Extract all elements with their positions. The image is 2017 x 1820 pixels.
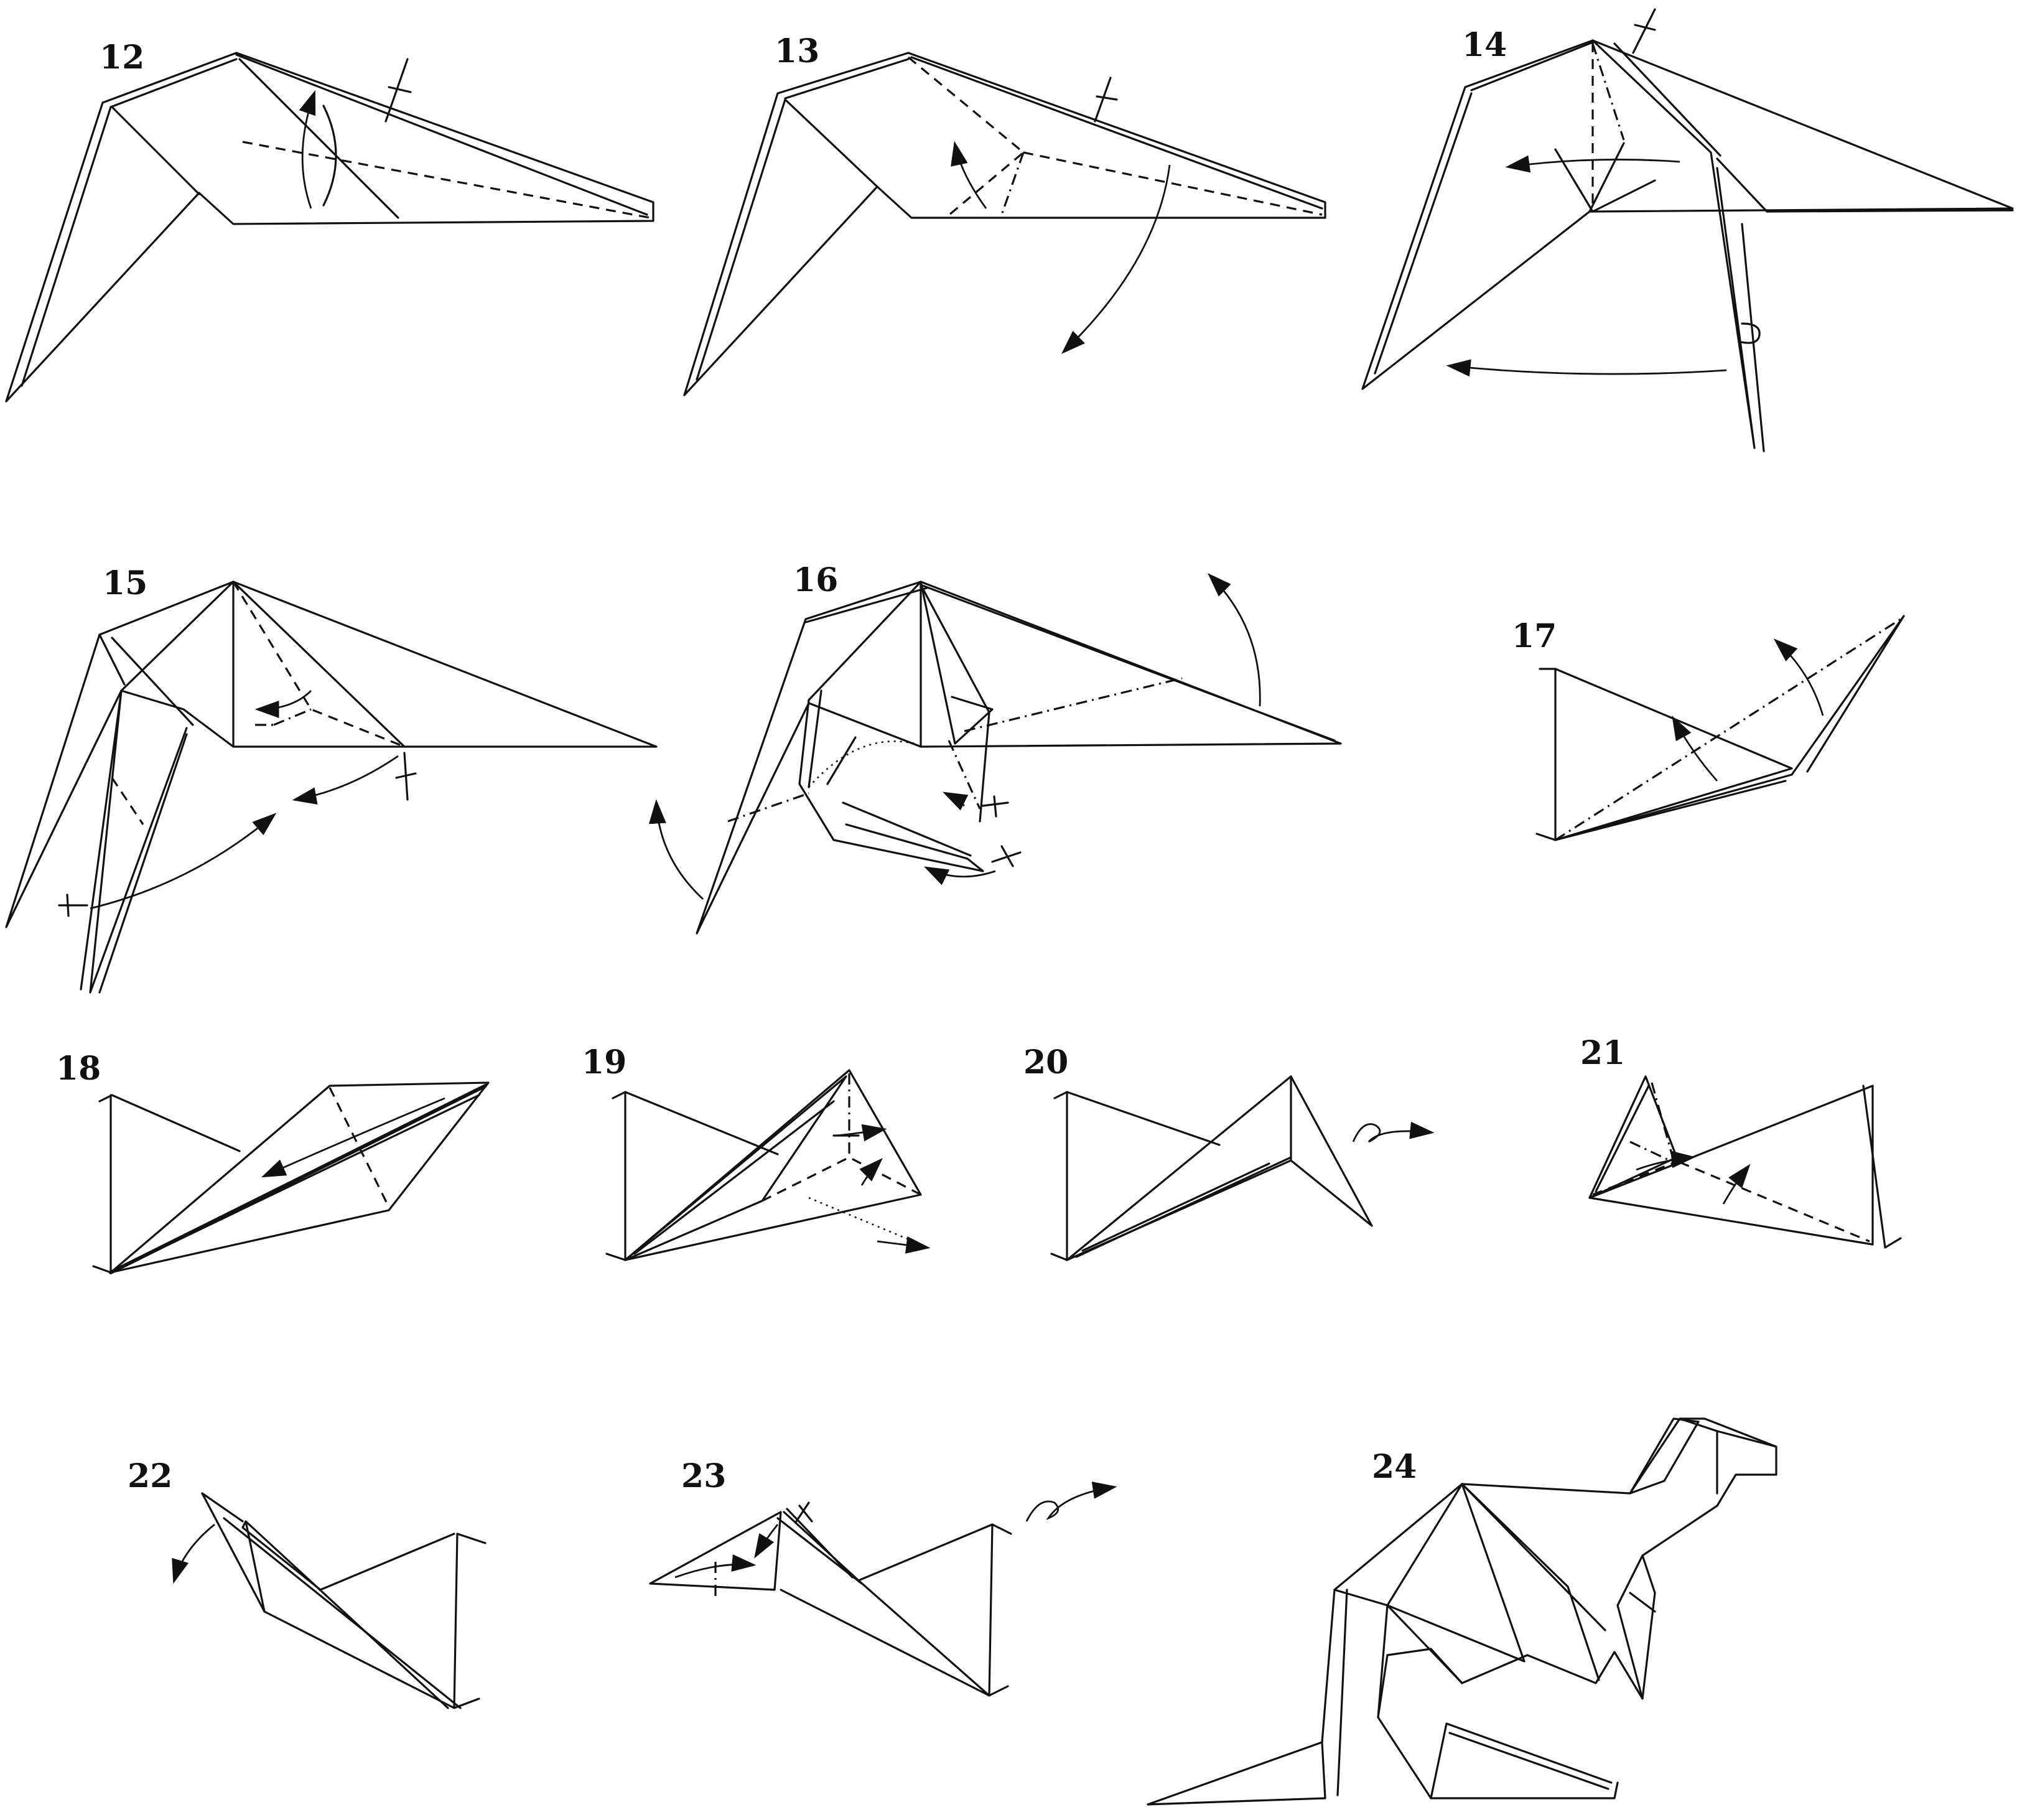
step-21-diagram: 21 — [1580, 1034, 1901, 1248]
step-14-diagram: 14 — [1363, 9, 2013, 451]
step-18-diagram: 18 — [56, 1050, 488, 1272]
step-13-number: 13 — [775, 32, 819, 70]
step-14-model — [1363, 9, 2013, 451]
step-15-number: 15 — [103, 564, 147, 602]
step-15-model — [6, 582, 656, 992]
step-18-model — [93, 1083, 488, 1272]
step-21-model — [1590, 1076, 1901, 1248]
step-20-diagram: 20 — [1023, 1043, 1431, 1260]
step-17-model — [1537, 616, 1904, 840]
step-12-number: 12 — [100, 39, 144, 77]
step-22-model — [174, 1493, 485, 1708]
step-16-model — [656, 576, 1341, 933]
step-17-number: 17 — [1512, 617, 1557, 655]
step-20-model — [1051, 1076, 1431, 1260]
step-16-diagram: 16 — [656, 561, 1341, 933]
step-22-diagram: 22 — [128, 1457, 485, 1708]
step-24-diagram: 24 — [1148, 1419, 1776, 1804]
step-24-model — [1148, 1419, 1776, 1804]
step-23-diagram: 23 — [650, 1457, 1114, 1696]
step-20-number: 20 — [1023, 1043, 1068, 1081]
fold-up-arrow — [302, 93, 314, 208]
step-19-number: 19 — [582, 1043, 627, 1081]
step-24-number: 24 — [1372, 1448, 1417, 1486]
step-22-number: 22 — [128, 1457, 172, 1495]
step-23-number: 23 — [681, 1457, 726, 1495]
step-21-number: 21 — [1580, 1034, 1625, 1072]
step-18-number: 18 — [56, 1050, 101, 1088]
step-19-diagram: 19 — [582, 1043, 927, 1260]
step-12-diagram: 12 — [6, 39, 653, 401]
step-23-model — [650, 1487, 1114, 1696]
step-13-diagram: 13 — [684, 32, 1325, 395]
step-17-diagram: 17 — [1512, 616, 1904, 840]
step-19-model — [607, 1070, 927, 1260]
step-14-number: 14 — [1462, 26, 1507, 64]
step-13-model — [684, 53, 1325, 395]
step-12-model — [6, 53, 653, 401]
step-15-diagram: 15 — [6, 564, 656, 992]
step-16-number: 16 — [793, 561, 838, 599]
